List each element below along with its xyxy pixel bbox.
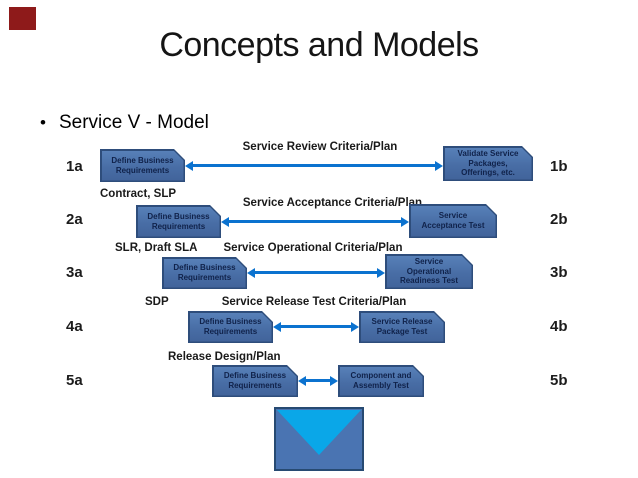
right-box-row3-label: Service Operational Readiness Test bbox=[399, 257, 459, 286]
double-arrow-row5 bbox=[298, 375, 338, 386]
right-box-row1-label: Validate Service Packages, Offerings, et… bbox=[457, 149, 519, 178]
right-box-row3: Service Operational Readiness Test bbox=[385, 254, 473, 289]
row-id-4b: 4b bbox=[550, 318, 568, 335]
row-id-5b: 5b bbox=[550, 372, 568, 389]
left-box-row5: Define Business Requirements bbox=[212, 365, 298, 397]
right-box-row2-label: Service Acceptance Test bbox=[421, 211, 485, 230]
left-box-row4: Define Business Requirements bbox=[188, 311, 273, 343]
envelope-triangle-icon bbox=[277, 410, 361, 455]
stage-label-release-design-plan: Release Design/Plan bbox=[168, 351, 281, 363]
envelope-graphic bbox=[274, 407, 364, 471]
arrow-label-row2: Service Acceptance Criteria/Plan bbox=[242, 197, 423, 209]
arrow-label-row4: Service Release Test Criteria/Plan bbox=[221, 296, 407, 308]
row-id-4a: 4a bbox=[66, 318, 83, 335]
left-box-row1-label: Define Business Requirements bbox=[111, 155, 174, 175]
left-box-row4-label: Define Business Requirements bbox=[199, 317, 262, 336]
stage-label-sdp: SDP bbox=[145, 296, 169, 308]
right-box-row4: Service Release Package Test bbox=[359, 311, 445, 343]
stage-label-contract-slp: Contract, SLP bbox=[100, 188, 177, 200]
right-box-row4-label: Service Release Package Test bbox=[371, 317, 433, 336]
left-box-row1: Define Business Requirements bbox=[100, 149, 185, 182]
row-id-5a: 5a bbox=[66, 372, 83, 389]
arrow-label-row1: Service Review Criteria/Plan bbox=[242, 141, 398, 153]
red-corner-mark bbox=[9, 7, 36, 30]
left-box-row2: Define Business Requirements bbox=[136, 205, 221, 238]
right-box-row5: Component and Assembly Test bbox=[338, 365, 424, 397]
bullet-line: • Service V - Model bbox=[40, 112, 209, 134]
left-box-row5-label: Define Business Requirements bbox=[223, 371, 287, 390]
double-arrow-row2 bbox=[221, 216, 409, 227]
left-box-row2-label: Define Business Requirements bbox=[147, 211, 210, 231]
row-id-1a: 1a bbox=[66, 158, 83, 175]
bullet-text: Service V - Model bbox=[58, 112, 209, 133]
row-id-1b: 1b bbox=[550, 158, 568, 175]
row-id-2a: 2a bbox=[66, 211, 83, 228]
right-box-row2: Service Acceptance Test bbox=[409, 204, 497, 238]
left-box-row3-label: Define Business Requirements bbox=[173, 263, 236, 282]
slide-title: Concepts and Models bbox=[159, 26, 479, 64]
row-id-3b: 3b bbox=[550, 264, 568, 281]
double-arrow-row4 bbox=[273, 321, 359, 332]
double-arrow-row1 bbox=[185, 160, 443, 171]
double-arrow-row3 bbox=[247, 267, 385, 278]
stage-label-slr-draft-sla: SLR, Draft SLA bbox=[115, 242, 198, 254]
right-box-row5-label: Component and Assembly Test bbox=[350, 371, 412, 390]
arrow-label-row3: Service Operational Criteria/Plan bbox=[223, 242, 403, 254]
left-box-row3: Define Business Requirements bbox=[162, 257, 247, 289]
row-id-2b: 2b bbox=[550, 211, 568, 228]
right-box-row1: Validate Service Packages, Offerings, et… bbox=[443, 146, 533, 181]
bullet-icon: • bbox=[40, 113, 46, 132]
row-id-3a: 3a bbox=[66, 264, 83, 281]
